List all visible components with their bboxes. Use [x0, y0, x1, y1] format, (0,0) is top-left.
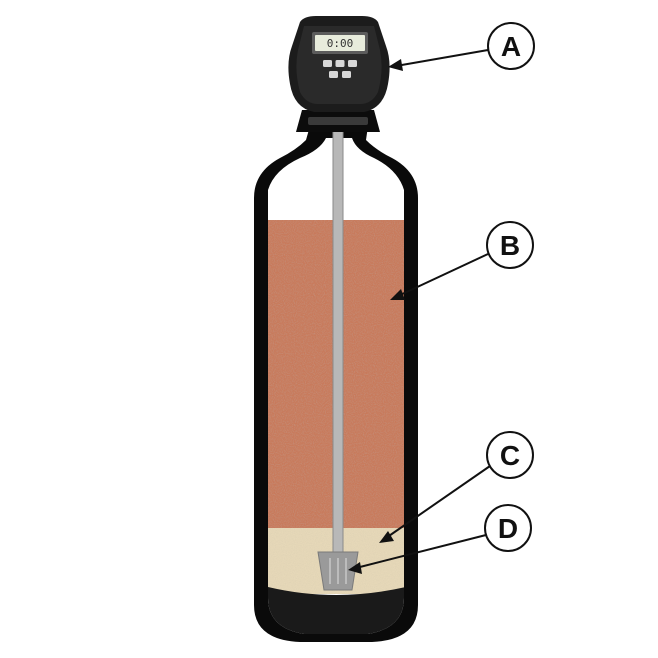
callout-c-leader — [385, 465, 491, 539]
callout-c-label: C — [500, 440, 520, 471]
control-button — [342, 71, 351, 78]
callout-a-circle — [487, 22, 535, 70]
tank-bottom-dome — [268, 586, 404, 634]
callout-c: C — [379, 431, 534, 543]
callout-d-circle — [484, 504, 532, 552]
callout-a-label: A — [501, 31, 521, 62]
control-valve-head: 0:00 — [288, 16, 390, 132]
callout-d-arrowhead — [348, 562, 362, 574]
callout-d: D — [348, 504, 532, 574]
callout-a-leader — [395, 49, 489, 67]
lcd-readout: 0:00 — [327, 37, 354, 50]
control-button — [348, 60, 357, 67]
callout-c-circle — [486, 431, 534, 479]
control-button — [335, 60, 345, 67]
control-button — [323, 60, 332, 67]
callout-d-leader — [355, 534, 487, 569]
control-buttons — [323, 60, 357, 78]
riser-assembly — [317, 129, 359, 591]
callout-a: A — [388, 22, 535, 71]
callout-a-arrowhead — [388, 59, 403, 71]
callout-b-circle — [486, 221, 534, 269]
callout-b-leader — [397, 253, 489, 297]
control-button — [329, 71, 338, 78]
riser-tube — [332, 129, 344, 555]
callout-b: B — [390, 221, 534, 300]
callout-b-arrowhead — [390, 289, 405, 300]
callout-b-label: B — [500, 230, 520, 261]
lcd-screen — [315, 35, 365, 51]
callout-d-label: D — [498, 513, 518, 544]
callout-c-arrowhead — [379, 531, 394, 543]
